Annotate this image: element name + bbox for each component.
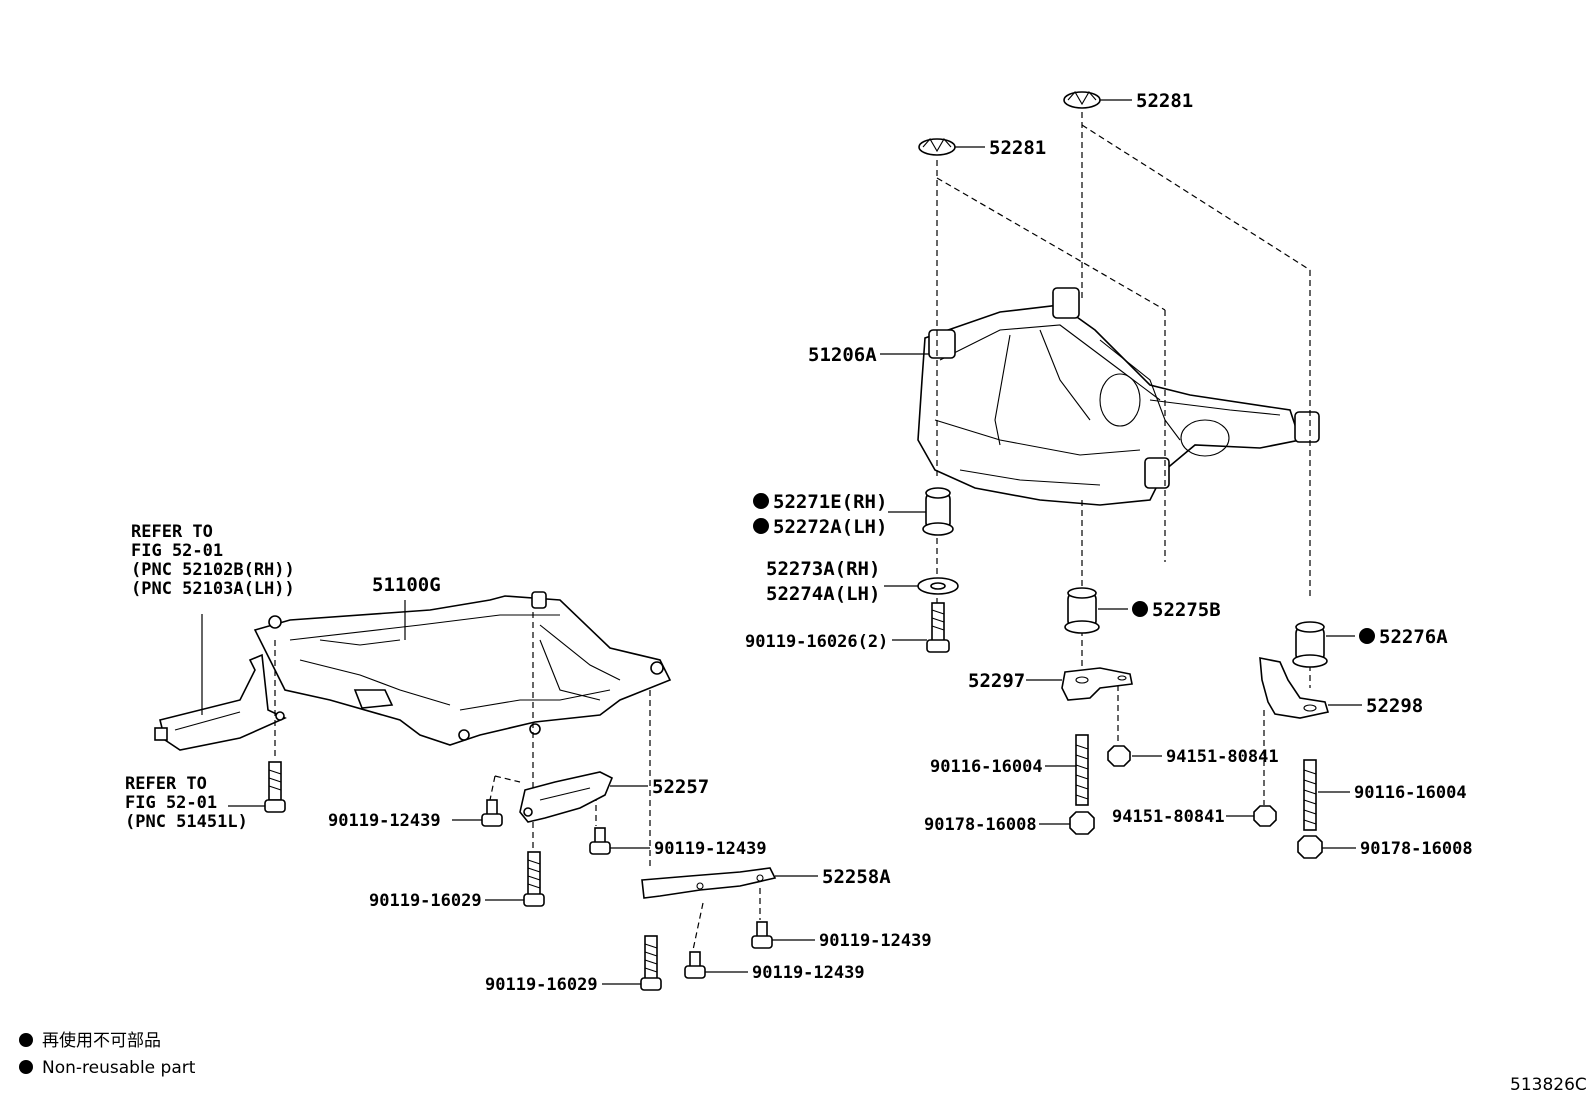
front-suspension-member-drawing xyxy=(253,591,672,746)
label-90116-16004-a: 90116-16004 xyxy=(930,757,1043,777)
bushing-52271E-52272A xyxy=(922,487,954,536)
legend: 再使用不可部品 Non-reusable part xyxy=(19,1030,196,1078)
bushing-52275B xyxy=(1064,587,1100,634)
label-52276A: 52276A xyxy=(1379,626,1448,648)
nut-90178-16008-b xyxy=(1297,835,1323,859)
label-94151-80841-b: 94151-80841 xyxy=(1112,807,1225,827)
label-52297: 52297 xyxy=(968,670,1025,692)
bolt-90119-12439-c xyxy=(751,921,773,949)
nut-94151-80841-a xyxy=(1107,745,1131,767)
label-52274A: 52274A(LH) xyxy=(766,583,880,605)
non-reusable-dot-icon xyxy=(1359,628,1375,644)
legend-en: Non-reusable part xyxy=(42,1058,196,1078)
bracket-52258A xyxy=(641,867,777,899)
bolt-90119-12439-a xyxy=(481,799,503,827)
label-90119-16029-b: 90119-16029 xyxy=(485,975,598,995)
label-52257: 52257 xyxy=(652,776,709,798)
label-90116-16004-b: 90116-16004 xyxy=(1354,783,1467,803)
bracket-52298 xyxy=(1259,657,1330,719)
label-51100G: 51100G xyxy=(372,574,441,596)
bolt-90119-12439-b xyxy=(589,827,611,855)
alignment-lines-left xyxy=(274,612,761,951)
stopper-52281-lower xyxy=(918,138,956,156)
label-90119-12439-a: 90119-12439 xyxy=(328,811,441,831)
label-90119-16026: 90119-16026(2) xyxy=(745,632,888,652)
label-90119-16029-a: 90119-16029 xyxy=(369,891,482,911)
non-reusable-dot-icon xyxy=(753,493,769,509)
label-52275B: 52275B xyxy=(1152,599,1221,621)
refer-note-top: REFER TO FIG 52-01 (PNC 52102B(RH)) (PNC… xyxy=(131,522,295,599)
bracket-52257 xyxy=(519,771,614,823)
label-90119-12439-c: 90119-12439 xyxy=(819,931,932,951)
label-90178-16008-a: 90178-16008 xyxy=(924,815,1037,835)
legend-dot-icon xyxy=(19,1033,33,1047)
stopper-52281-upper xyxy=(1063,91,1101,109)
label-52273A: 52273A(RH) xyxy=(766,558,880,580)
label-90119-12439-b: 90119-12439 xyxy=(654,839,767,859)
bolt-90119-16029-a xyxy=(523,851,545,907)
rear-suspension-member-drawing xyxy=(917,287,1320,506)
stud-90116-16004-a xyxy=(1075,734,1089,806)
legend-dot-icon xyxy=(19,1060,33,1074)
label-52272A: 52272A(LH) xyxy=(773,516,887,538)
label-51206A: 51206A xyxy=(808,344,877,366)
side-bracket-drawing xyxy=(154,653,287,751)
bolt-90119-12439-d xyxy=(684,951,706,979)
refer-bottom-line-2: FIG 52-01 xyxy=(125,793,217,813)
label-52258A: 52258A xyxy=(822,866,891,888)
refer-top-line-1: REFER TO xyxy=(131,522,213,542)
part-labels: 52281 52281 51206A 52271E(RH) 52272A(LH)… xyxy=(328,90,1473,995)
bolt-90119-16029-b xyxy=(640,935,662,991)
label-94151-80841-a: 94151-80841 xyxy=(1166,747,1279,767)
label-52281-lower: 52281 xyxy=(989,137,1046,159)
stud-90116-16004-b xyxy=(1303,759,1317,831)
bolt-left-refer xyxy=(264,761,286,813)
nut-90178-16008-a xyxy=(1069,811,1095,835)
bracket-52297 xyxy=(1061,667,1133,701)
refer-top-line-4: (PNC 52103A(LH)) xyxy=(131,579,295,599)
refer-top-line-2: FIG 52-01 xyxy=(131,541,223,561)
label-90119-12439-d: 90119-12439 xyxy=(752,963,865,983)
legend-jp: 再使用不可部品 xyxy=(42,1030,161,1051)
label-52298: 52298 xyxy=(1366,695,1423,717)
refer-note-bottom: REFER TO FIG 52-01 (PNC 51451L) xyxy=(125,774,248,832)
label-90178-16008-b: 90178-16008 xyxy=(1360,839,1473,859)
refer-top-line-3: (PNC 52102B(RH)) xyxy=(131,560,295,580)
bushing-52276A xyxy=(1292,621,1328,668)
label-52271E: 52271E(RH) xyxy=(773,491,887,513)
bolt-90119-16026 xyxy=(926,602,950,653)
figure-id: 513826C xyxy=(1510,1075,1587,1095)
label-52281-upper: 52281 xyxy=(1136,90,1193,112)
refer-bottom-line-3: (PNC 51451L) xyxy=(125,812,248,832)
washer-52273A-52274A xyxy=(917,577,959,595)
refer-bottom-line-1: REFER TO xyxy=(125,774,207,794)
leader-lines xyxy=(201,99,1362,985)
nut-94151-80841-b xyxy=(1253,805,1277,827)
non-reusable-dot-icon xyxy=(753,518,769,534)
non-reusable-dot-icon xyxy=(1132,601,1148,617)
